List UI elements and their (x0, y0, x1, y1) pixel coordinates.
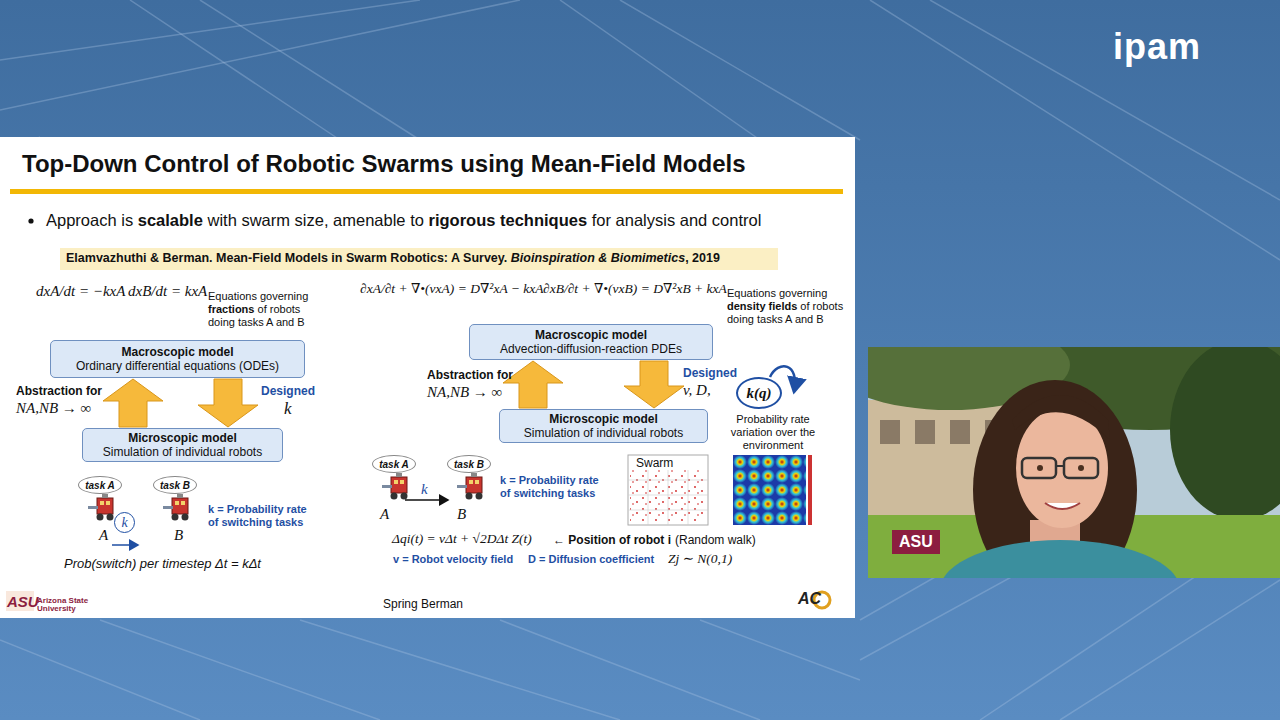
label-text: Spring Berman (383, 597, 463, 611)
swarm-grid (628, 470, 708, 525)
label-text: ASU (899, 533, 933, 551)
reference-highlight (60, 248, 778, 270)
label-text: Approach is (46, 211, 133, 229)
label-text: Bioinspiration & Biomimetics (511, 251, 685, 265)
robot-icon (163, 494, 189, 521)
label-text: dxA/dt = −kxA (36, 283, 125, 300)
label-text: AC (798, 590, 821, 608)
label-text: ASU (7, 593, 39, 610)
label-text: B (457, 506, 466, 523)
label-text: (Random walk) (675, 533, 756, 547)
webcam-feed (868, 347, 1280, 578)
label-text: Arizona State University (37, 597, 107, 613)
label-text: v, D, (683, 382, 711, 399)
label-text: Δqi(t) = vΔt + √2DΔt Z(t) (392, 531, 532, 547)
node-text: Ordinary differential equations (ODEs) (76, 359, 279, 373)
equation-note: Equations governing density fields of ro… (727, 287, 852, 326)
title-underline (10, 189, 843, 194)
switch-arrow (405, 499, 448, 501)
swarm-plot (628, 455, 708, 525)
equation-note: Equations governing fractions of robots … (208, 290, 320, 329)
rate-circle: k (114, 512, 135, 533)
label-text: k = Probability rate of switching tasks (208, 503, 313, 529)
label-text: Prob(switch) per timestep Δt = kΔt (64, 556, 261, 571)
robot-icon (457, 473, 483, 500)
node-heading: Macroscopic model (535, 328, 647, 342)
thought-bubble: task B (447, 455, 491, 473)
model-box: Microscopic modelSimulation of individua… (499, 409, 708, 443)
label-text: A (99, 527, 108, 544)
label-text: ∂xB/∂t + ∇•(vxB) = D∇²xB + kxA (543, 280, 727, 297)
label-text: Swarm (636, 456, 673, 470)
label-text: Designed (683, 366, 737, 380)
label-text: D = Diffusion coefficient (528, 553, 654, 566)
label-text: B (174, 527, 183, 544)
label-text: k = Probability rate of switching tasks (500, 474, 610, 500)
heatmap (733, 455, 806, 525)
model-box: Macroscopic modelOrdinary differential e… (50, 340, 305, 378)
node-heading: Microscopic model (549, 412, 658, 426)
label-text: ipam (1113, 26, 1201, 68)
node-heading: k (121, 515, 127, 531)
label-text: NA,NB → ∞ (16, 400, 91, 417)
label-text: with swarm size, amenable to (207, 211, 423, 229)
heatmap-colorbar (808, 455, 812, 525)
label-text: Equations governing (208, 290, 308, 302)
bullet-dot (28, 218, 33, 223)
label-text: Equations governing (727, 287, 827, 299)
label-text: Zj ∼ N(0,1) (668, 550, 732, 567)
node-heading: Microscopic model (128, 431, 237, 445)
switch-arrow (112, 544, 138, 546)
label-text: rigorous techniques (428, 211, 587, 229)
label-text: fractions (208, 303, 254, 315)
label-text: density fields (727, 300, 797, 312)
label-text: Abstraction for (427, 368, 513, 382)
thought-bubble: task A (78, 476, 122, 494)
label-text: A (380, 506, 389, 523)
label-text: for analysis and control (592, 211, 762, 229)
slide-title: Top-Down Control of Robotic Swarms using… (22, 150, 746, 178)
label-text: k (421, 481, 428, 498)
label-text: , 2019 (685, 251, 720, 265)
node-heading: task A (379, 459, 409, 470)
label-text: dxB/dt = kxA (128, 283, 207, 300)
label-text: v = Robot velocity field (393, 553, 513, 566)
thought-bubble: task A (372, 455, 416, 473)
model-box: Microscopic modelSimulation of individua… (82, 428, 283, 462)
reference: Elamvazhuthi & Berman. Mean-Field Models… (66, 251, 720, 265)
label-text: ← Position of robot i (553, 533, 671, 547)
robot-icon (88, 494, 114, 521)
node-heading: Macroscopic model (121, 345, 233, 359)
robot-icon (382, 473, 408, 500)
rate-circle: k(q) (736, 377, 782, 409)
label-text: Probability rate variation over the envi… (729, 413, 817, 452)
block-arrow (624, 361, 684, 408)
node-text: Advection-diffusion-reaction PDEs (500, 342, 682, 356)
node-heading: task B (454, 459, 484, 470)
thought-bubble: task B (153, 476, 197, 494)
label-text: k (284, 399, 292, 419)
node-text: Simulation of individual robots (524, 426, 683, 440)
node-heading: k(q) (747, 385, 772, 402)
model-box: Macroscopic modelAdvection-diffusion-rea… (469, 324, 713, 360)
bullet-text: Approach is scalable with swarm size, am… (46, 211, 761, 230)
slide (0, 137, 855, 618)
block-arrow (103, 379, 163, 427)
label-text: NA,NB → ∞ (427, 384, 502, 401)
block-arrow (198, 379, 258, 427)
node-heading: task A (85, 480, 115, 491)
label-text: Abstraction for (16, 384, 102, 398)
label-text: Designed (261, 384, 315, 398)
label-text: scalable (138, 211, 203, 229)
label-text: ∂xA/∂t + ∇•(vxA) = D∇²xA − kxA (360, 280, 543, 297)
node-heading: task B (160, 480, 190, 491)
label-text: Elamvazhuthi & Berman. Mean-Field Models… (66, 251, 507, 265)
node-text: Simulation of individual robots (103, 445, 262, 459)
